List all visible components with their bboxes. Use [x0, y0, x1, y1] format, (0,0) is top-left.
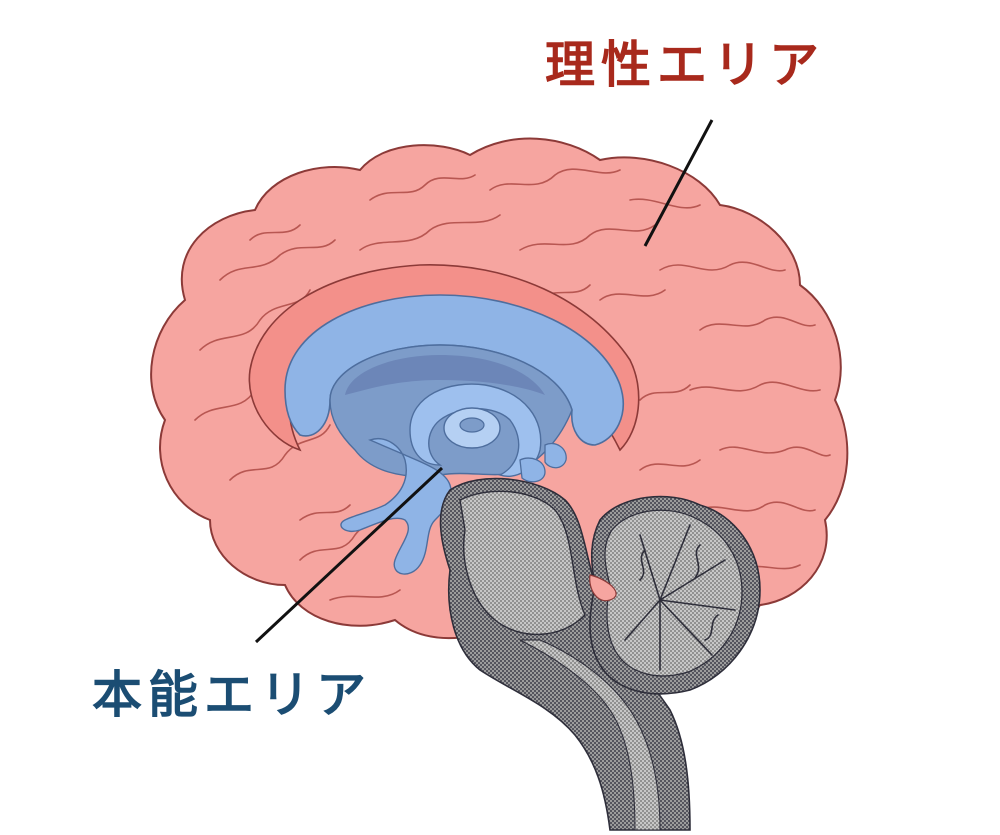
rational-pointer-line [643, 119, 714, 247]
rational-area-label: 理性エリア [545, 35, 825, 94]
corpus-callosum [284, 294, 624, 446]
brainstem [439, 477, 691, 831]
instinct-area-label: 本能エリア [92, 665, 372, 724]
inner-ventricle [345, 355, 545, 395]
instinct-pointer-line [254, 466, 444, 644]
limbic-system [284, 294, 624, 575]
pons [459, 490, 586, 636]
cerebellum [589, 495, 761, 695]
